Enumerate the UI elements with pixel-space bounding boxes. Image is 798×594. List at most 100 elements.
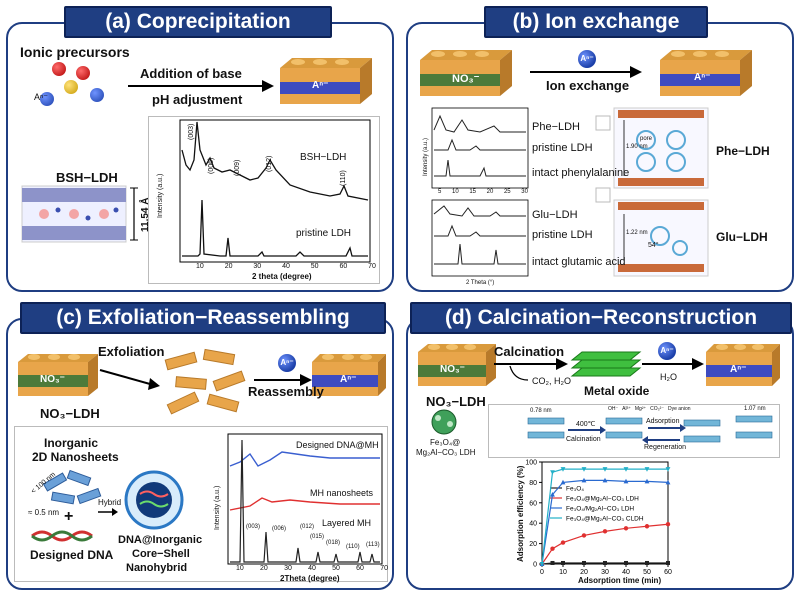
block-c-src-ion: NO₃⁻ xyxy=(40,374,65,385)
layer-stacks xyxy=(527,415,773,443)
xrd-b-curve-label: intact phenylalanine xyxy=(532,167,630,179)
xrd-c-mh xyxy=(229,497,380,511)
data-point xyxy=(665,522,671,527)
ldh-block-c-dst xyxy=(312,354,386,396)
series-line xyxy=(541,468,668,565)
tick-label: 30 xyxy=(253,263,262,270)
xrd-c-curve1-label: Designed DNA@MH xyxy=(296,440,379,450)
xrd-a-xlabel: 2 theta (degree) xyxy=(252,272,312,281)
no3-ldh-label-d: NO₃−LDH xyxy=(426,394,486,409)
nanosheets-label: 2D Nanosheets xyxy=(32,450,119,464)
xrd-b-curve-label: pristine LDH xyxy=(532,142,593,154)
calcination-label: Calcination xyxy=(494,344,565,359)
xrd-c-peak: (006) xyxy=(272,526,287,532)
data-point xyxy=(581,477,587,483)
data-point xyxy=(644,524,650,529)
tick-label: 60 xyxy=(339,263,348,270)
series-line xyxy=(541,479,669,565)
anion-icon: Aⁿ⁻ xyxy=(278,354,296,372)
struct-glu-label: Glu−LDH xyxy=(716,230,768,244)
ldh-block-d-src xyxy=(418,344,496,386)
x-tick-label: 60 xyxy=(664,569,672,576)
xrd-a-xticks: 10 20 30 40 50 60 70 xyxy=(196,263,376,270)
product-line3: Nanohybrid xyxy=(126,562,188,574)
xrd-b-curve-label: pristine LDH xyxy=(532,229,593,241)
data-point xyxy=(666,560,670,565)
data-point xyxy=(645,560,649,565)
ldh-block-a xyxy=(280,58,372,104)
legend-label: Fe₃O₄/Mg₂Al−CO₃ LDH xyxy=(566,506,634,513)
inorganic-label: Inorganic xyxy=(44,436,99,450)
data-point xyxy=(644,478,650,484)
data-point xyxy=(550,470,555,475)
chart-xlabel: Adsorption time (min) xyxy=(578,576,662,585)
xrd-c-xlabel: 2Theta (degree) xyxy=(280,574,340,583)
tick-label: 5 xyxy=(438,189,442,195)
data-point xyxy=(624,560,628,565)
xrd-c-peak: (018) xyxy=(326,540,341,546)
data-point xyxy=(602,467,608,472)
tick-label: 10 xyxy=(451,189,459,195)
legend-co3: CO₃²⁻ xyxy=(650,406,664,412)
data-point xyxy=(561,560,565,565)
exfoliation-arrow xyxy=(99,369,151,385)
regeneration-label: Regeneration xyxy=(644,444,687,451)
bsh-ldh-label: BSH−LDH xyxy=(56,170,118,185)
y-tick-label: 60 xyxy=(529,500,537,507)
legend-label: Fe₃O₄@Mg₂Al−CO₃ CLDH xyxy=(566,516,644,523)
ldh-block-d-dst xyxy=(706,344,780,386)
x-tick-label: 20 xyxy=(580,569,588,576)
tick-label: 25 xyxy=(503,189,511,195)
block-b-src-ion: NO₃⁻ xyxy=(452,73,480,85)
data-point xyxy=(623,478,629,484)
x-tick-label: 0 xyxy=(540,569,544,576)
tick-label: 20 xyxy=(260,565,268,572)
tick-label: 40 xyxy=(308,565,316,572)
ion-exchange-arrowhead xyxy=(630,66,642,78)
pore-label: pore xyxy=(640,136,653,142)
block-d-dst-ion: Aⁿ⁻ xyxy=(730,364,747,375)
c-lower-inset xyxy=(14,426,388,582)
plot-frame xyxy=(541,461,669,565)
data-point xyxy=(539,562,545,567)
xrd-curve-bsh xyxy=(181,121,369,201)
plus-sign: + xyxy=(64,508,74,525)
calc-label: Calcination xyxy=(566,436,601,443)
byproduct-label: CO₂, H₂O xyxy=(532,376,571,386)
xrd-b-curve-label: Phe−LDH xyxy=(532,121,581,133)
legend-label: Fe₃O₄ xyxy=(566,486,584,493)
xrd-a-curve2-label: pristine LDH xyxy=(296,228,352,239)
precursor-dot xyxy=(64,80,78,94)
xrd-c-peak: (113) xyxy=(366,542,380,548)
xrd-c-curve2-label: MH nanosheets xyxy=(310,488,374,498)
block-c-dst-ion: Aⁿ⁻ xyxy=(340,374,357,385)
chart-ylabel: Adsorption efficiency (%) xyxy=(516,465,525,562)
product-line2: Core−Shell xyxy=(132,548,190,560)
particle-label-2: Mg₂Al−CO₃ LDH xyxy=(416,448,476,457)
tick-label: 50 xyxy=(332,565,340,572)
adsorption-label: Adsorption xyxy=(646,418,680,425)
water-label: H₂O xyxy=(660,372,677,382)
process-arrowhead xyxy=(262,80,274,92)
gap-top-label: 1.90 nm xyxy=(626,144,648,150)
ldh-block-c-src xyxy=(18,354,98,396)
tick-label: 30 xyxy=(284,565,292,572)
y-tick-label: 0 xyxy=(533,562,537,569)
y-tick-label: 20 xyxy=(529,541,537,548)
data-point xyxy=(602,477,608,483)
xrd-b-pristine2 xyxy=(434,224,526,237)
legend-mg: Mg²⁺ xyxy=(634,406,647,412)
metal-oxide-stack xyxy=(570,351,642,377)
data-point xyxy=(644,467,650,472)
data-point xyxy=(665,467,671,472)
y-tick-label: 40 xyxy=(529,521,537,528)
dim-thick-label: ≈ 0.5 nm xyxy=(28,508,60,517)
exfoliation-label: Exfoliation xyxy=(98,344,165,359)
